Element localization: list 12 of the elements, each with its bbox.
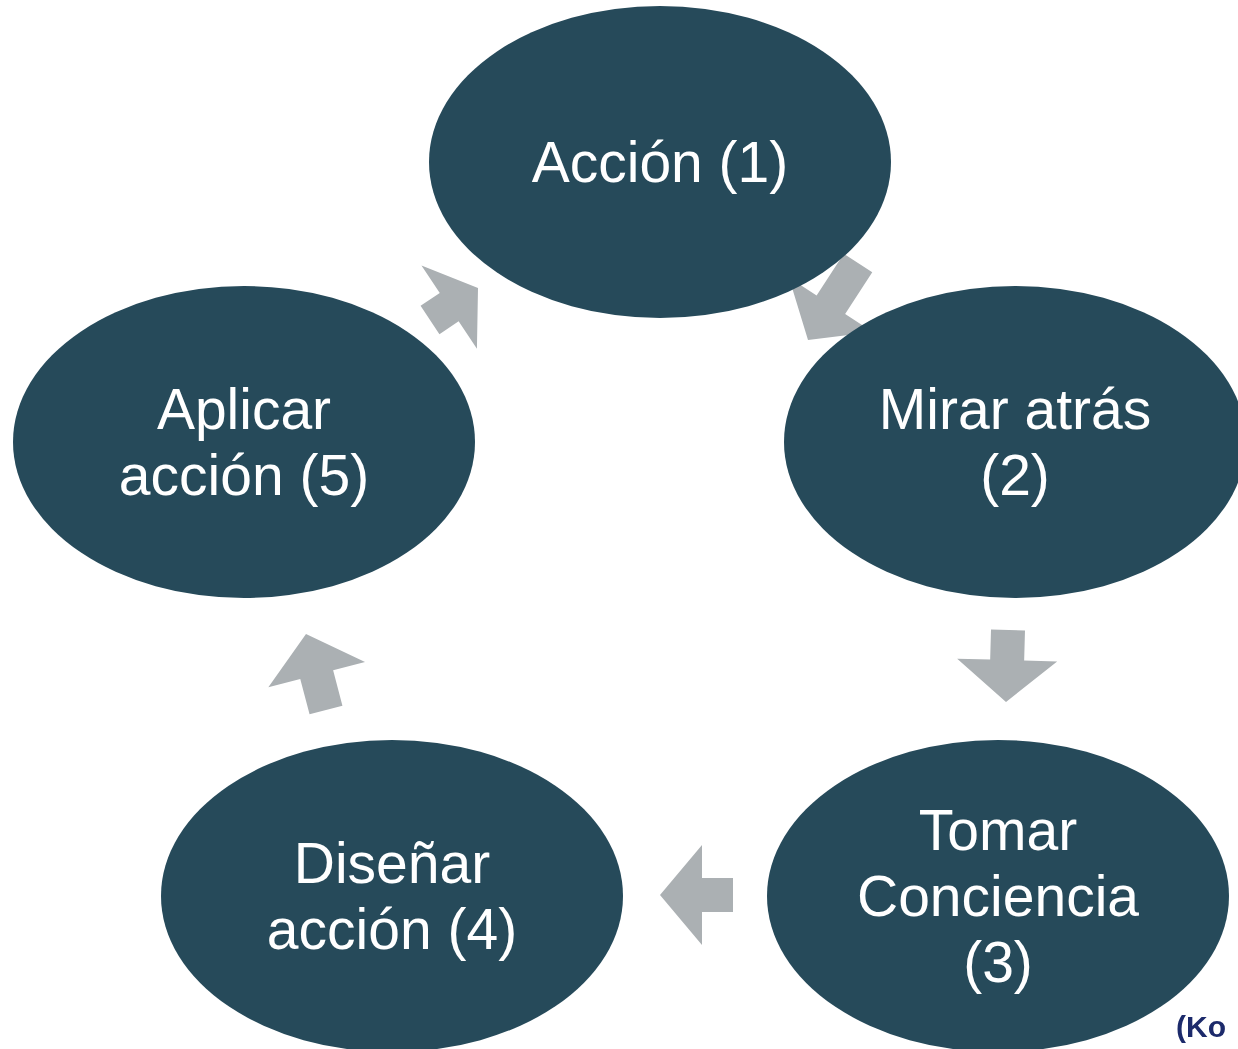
node-label: Diseñar acción (4) <box>265 830 519 962</box>
node-label: Tomar Conciencia (3) <box>856 797 1140 995</box>
arrow <box>957 629 1058 702</box>
node-label: Aplicar acción (5) <box>117 376 371 508</box>
arrow <box>268 634 366 715</box>
ellipse-node <box>13 286 475 598</box>
ellipse-node <box>429 6 891 318</box>
arrow <box>420 265 478 349</box>
node-label: Mirar atrás (2) <box>877 376 1153 508</box>
arrow <box>660 845 733 945</box>
node-label: Acción (1) <box>530 129 790 195</box>
citation-text: (Ko <box>1176 1010 1226 1044</box>
